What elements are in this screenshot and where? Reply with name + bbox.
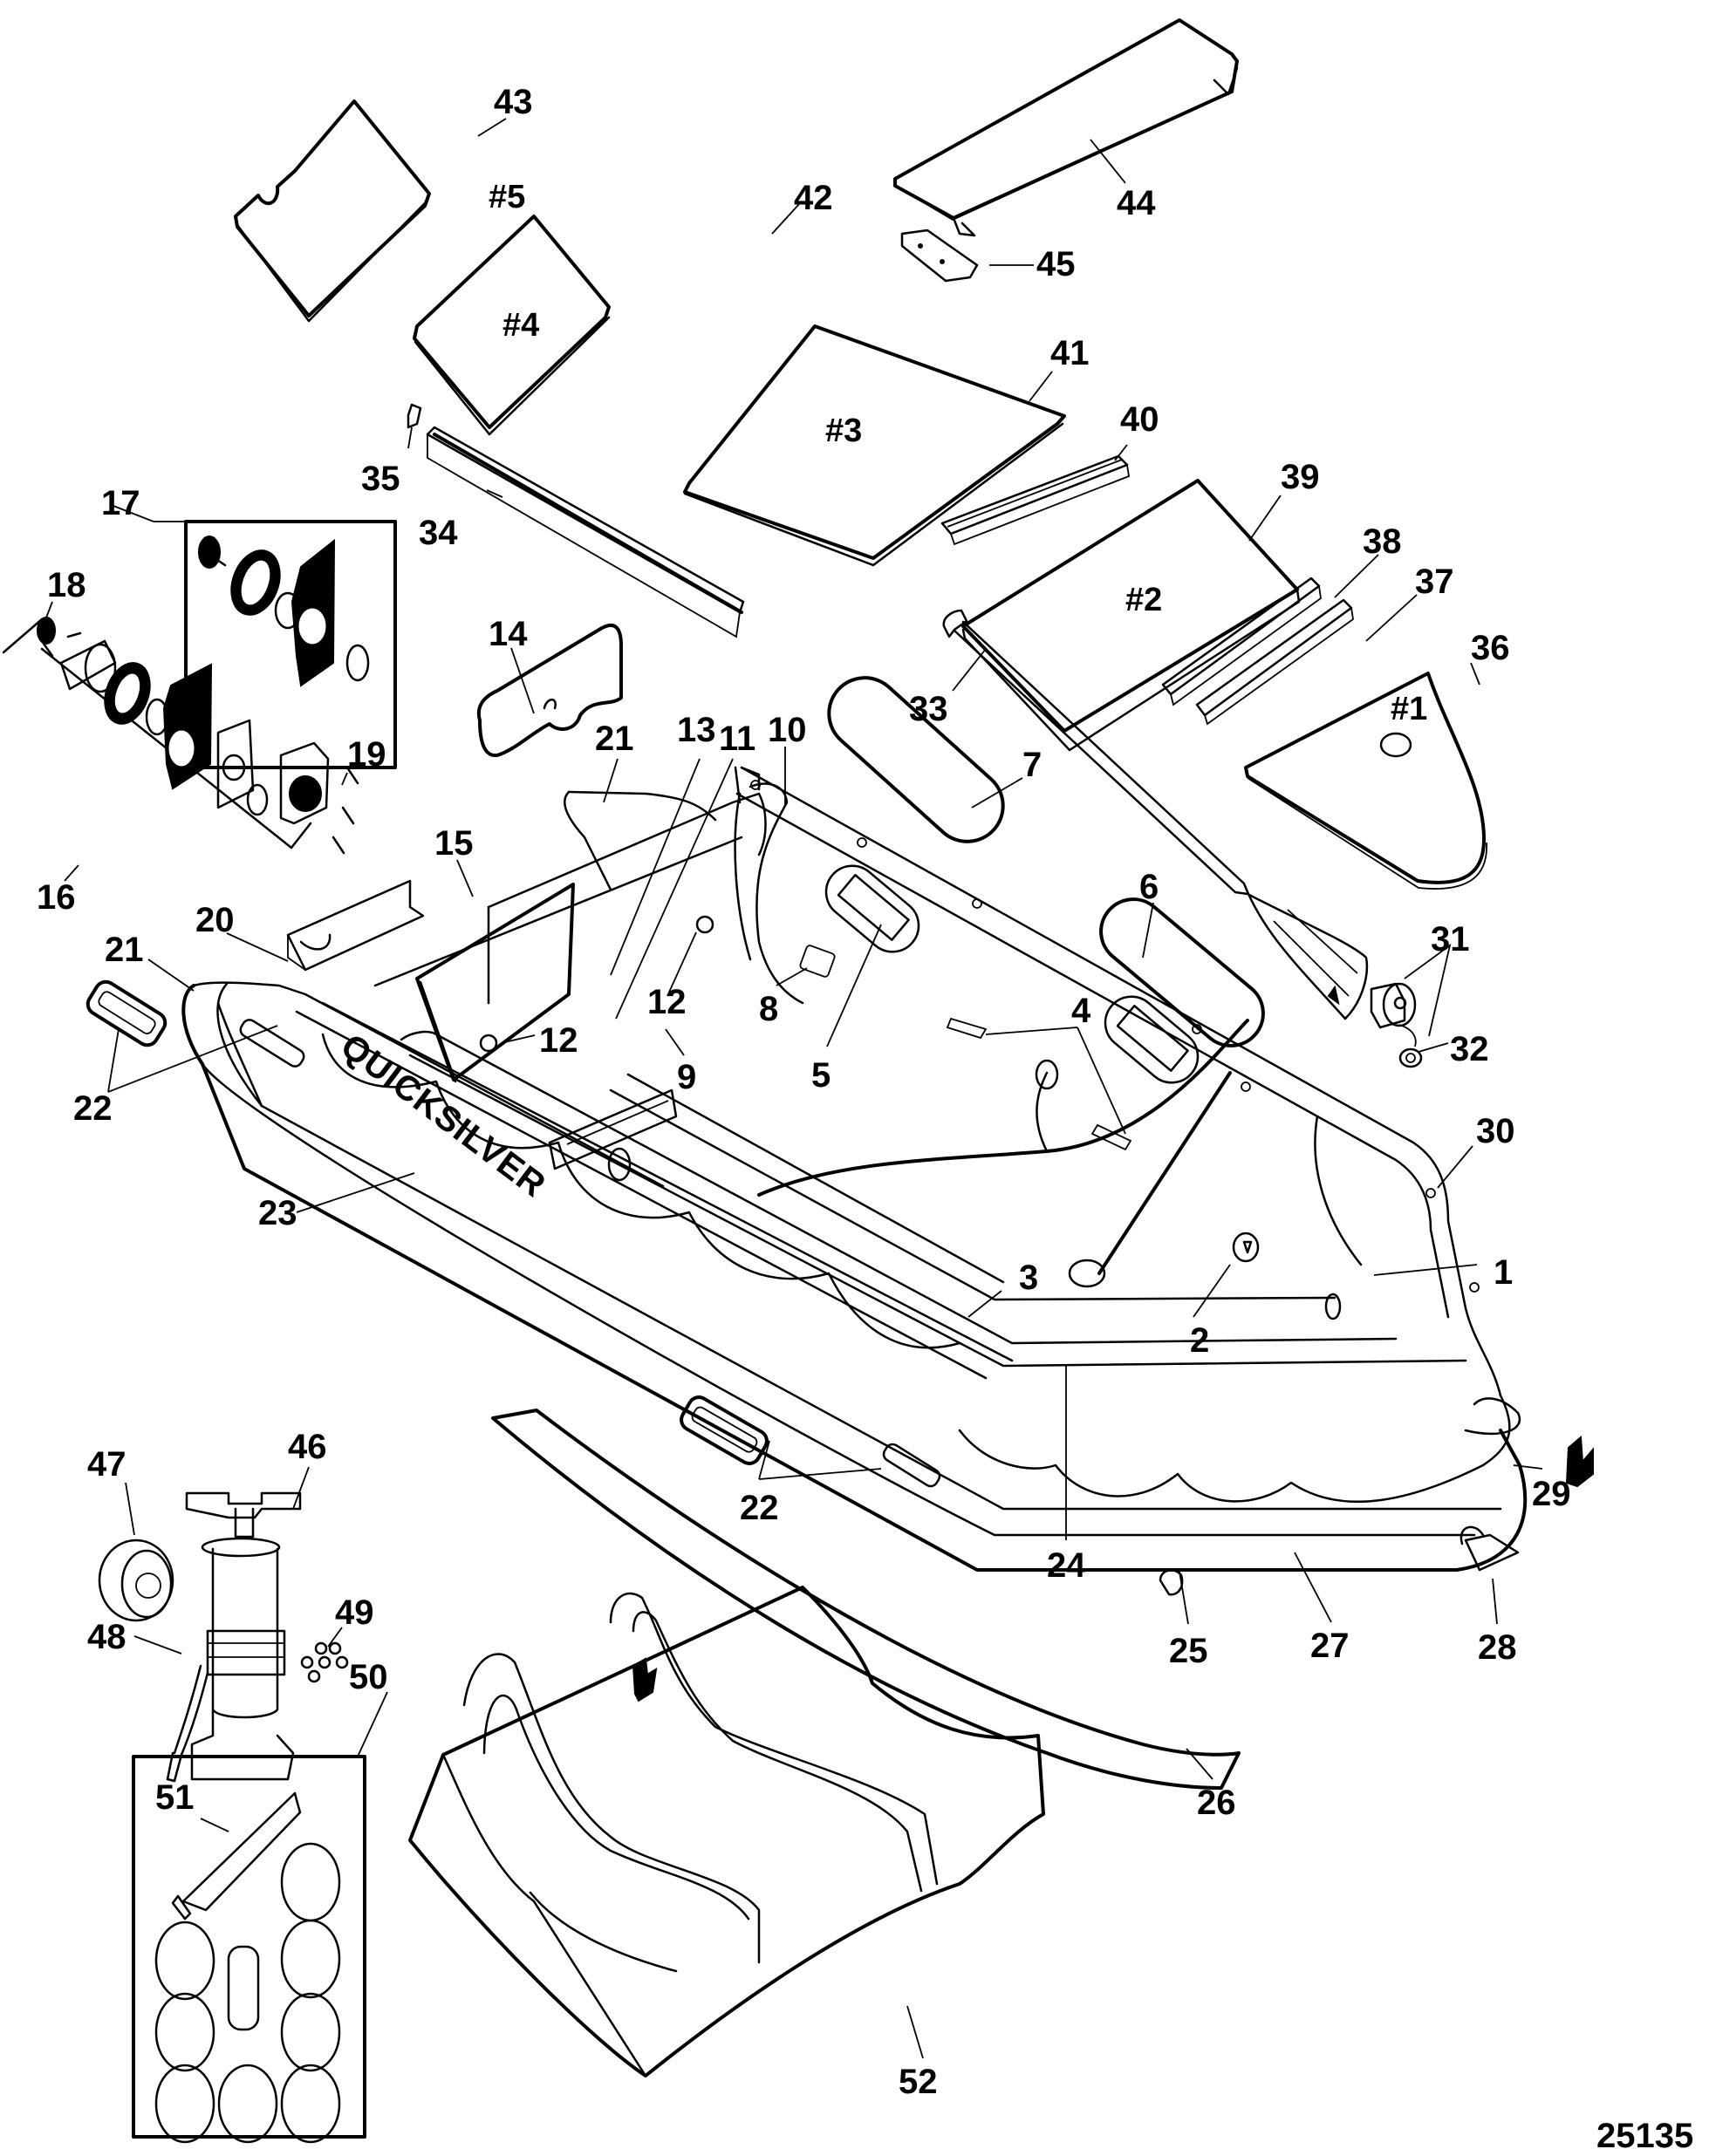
callout-32: 32 xyxy=(1450,1030,1489,1068)
leader-lines xyxy=(43,118,1543,2059)
floor-panel-3: #3 xyxy=(683,324,1066,567)
figure-id: 25135 xyxy=(1596,2117,1693,2155)
callout-45: 45 xyxy=(1036,245,1076,283)
part-35-clip xyxy=(407,403,422,429)
callout-10: 10 xyxy=(768,711,807,749)
callout-8: 8 xyxy=(759,990,778,1028)
callout-51: 51 xyxy=(155,1778,195,1817)
callout-25: 25 xyxy=(1169,1632,1208,1670)
callout-30: 30 xyxy=(1476,1112,1515,1150)
callout-40: 40 xyxy=(1120,400,1159,439)
callouts: 1 2 3 4 5 6 7 8 9 10 11 12 12 13 14 15 1… xyxy=(37,83,1571,2101)
callout-13: 13 xyxy=(677,711,716,749)
part-52-carry-bag xyxy=(408,1586,1045,2078)
callout-6: 6 xyxy=(1139,868,1159,906)
callout-12b: 12 xyxy=(647,983,687,1021)
floor-panel-5: #5 xyxy=(234,99,525,323)
callout-37: 37 xyxy=(1415,563,1454,601)
callout-20: 20 xyxy=(195,901,235,939)
callout-38: 38 xyxy=(1363,522,1402,561)
callout-47: 47 xyxy=(87,1445,126,1484)
callout-23: 23 xyxy=(258,1194,297,1232)
callout-49: 49 xyxy=(335,1593,374,1632)
callout-22b: 22 xyxy=(740,1489,779,1527)
callout-36: 36 xyxy=(1471,629,1510,667)
part-14-pocket xyxy=(476,623,623,758)
part-49-adapters xyxy=(300,1641,349,1683)
callout-28: 28 xyxy=(1478,1628,1517,1667)
part-31-valve xyxy=(1370,982,1417,1047)
part-50-repair-kit-box xyxy=(132,1755,366,2144)
part-45-bracket xyxy=(900,229,979,283)
callout-46: 46 xyxy=(288,1428,327,1466)
callout-22a: 22 xyxy=(73,1089,113,1128)
callout-31: 31 xyxy=(1431,920,1470,959)
part-26-wear-strip xyxy=(491,1409,1241,1790)
callout-41: 41 xyxy=(1050,334,1090,372)
callout-48: 48 xyxy=(87,1618,126,1656)
callout-34: 34 xyxy=(419,514,458,552)
part-32-valve-cap xyxy=(1398,1047,1423,1068)
part-46-pump xyxy=(166,1491,302,1783)
callout-7: 7 xyxy=(1022,746,1042,784)
callout-21a: 21 xyxy=(595,720,634,758)
callout-1: 1 xyxy=(1494,1253,1513,1292)
callout-17: 17 xyxy=(101,484,140,522)
panel-label-3: #3 xyxy=(825,413,862,449)
part-40-stringer xyxy=(940,454,1130,546)
callout-43: 43 xyxy=(494,83,533,121)
callout-15: 15 xyxy=(434,824,474,863)
part-6-pad xyxy=(1099,897,1265,1047)
callout-29: 29 xyxy=(1532,1475,1571,1513)
callout-19: 19 xyxy=(347,735,386,774)
panel-label-2: #2 xyxy=(1125,582,1162,618)
floor-panel-4: #4 xyxy=(413,215,611,436)
callout-21b: 21 xyxy=(105,931,144,969)
part-17-valve-kit-box xyxy=(184,520,397,769)
callout-24: 24 xyxy=(1047,1546,1086,1585)
callout-16: 16 xyxy=(37,878,76,917)
callout-33: 33 xyxy=(909,690,948,728)
callout-12a: 12 xyxy=(539,1021,578,1060)
part-33-oar xyxy=(942,609,1369,1020)
callout-27: 27 xyxy=(1310,1627,1350,1665)
callout-11: 11 xyxy=(719,720,755,758)
callout-42: 42 xyxy=(794,179,833,217)
callout-26: 26 xyxy=(1197,1784,1236,1822)
callout-14: 14 xyxy=(489,615,528,653)
callout-9: 9 xyxy=(677,1058,696,1096)
part-20-bracket xyxy=(286,879,425,972)
callout-44: 44 xyxy=(1117,184,1156,222)
callout-5: 5 xyxy=(811,1056,831,1095)
part-29-logo-decal xyxy=(1565,1435,1594,1488)
part-38-stringer xyxy=(1161,577,1322,706)
panel-label-5: #5 xyxy=(489,179,525,215)
part-47-gauge xyxy=(98,1539,174,1622)
callout-3: 3 xyxy=(1019,1259,1038,1297)
callout-39: 39 xyxy=(1281,458,1320,496)
part-34-rail xyxy=(426,426,745,638)
part-22-handle-left xyxy=(85,979,167,1047)
part-37-stringer xyxy=(1195,598,1354,726)
callout-18: 18 xyxy=(47,566,86,604)
callout-35: 35 xyxy=(361,460,400,498)
panel-label-4: #4 xyxy=(502,307,539,344)
part-44-transom-bench xyxy=(893,18,1239,237)
callout-4: 4 xyxy=(1071,992,1091,1030)
part-15-panel xyxy=(415,883,575,1083)
callout-52: 52 xyxy=(899,2063,938,2101)
callout-50: 50 xyxy=(349,1658,388,1696)
panel-label-1: #1 xyxy=(1391,691,1427,727)
part-7-pad xyxy=(827,676,1005,843)
callout-2: 2 xyxy=(1190,1321,1209,1360)
floor-panel-1: #1 xyxy=(1244,672,1487,890)
